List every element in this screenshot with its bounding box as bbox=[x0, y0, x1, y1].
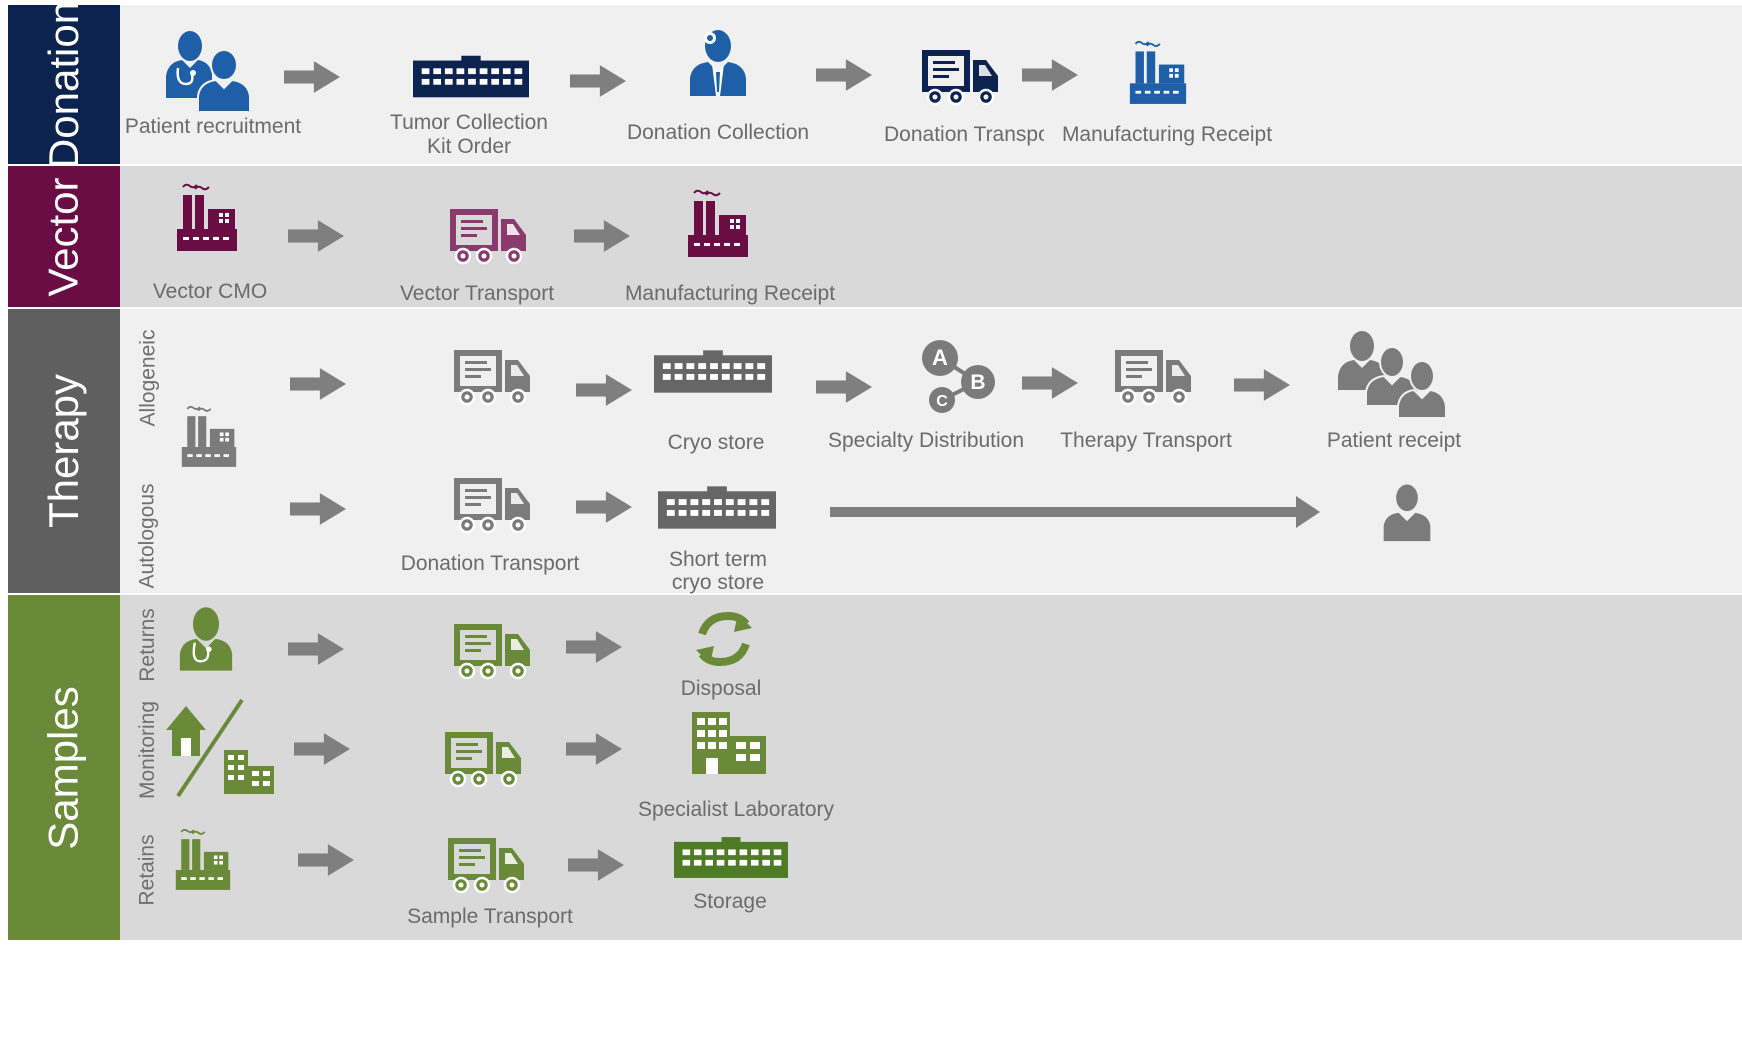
tumor-kit-label-line2: Kit Order bbox=[426, 135, 512, 158]
samples-lane-tab: Samples bbox=[8, 595, 120, 940]
house-office-icon bbox=[164, 696, 276, 798]
donation-arrow-4 bbox=[1022, 59, 1078, 91]
manufacturing-factory-icon bbox=[1128, 40, 1188, 106]
allogeneic-sublane-label: Allogeneic bbox=[136, 329, 159, 426]
storage-label: Storage bbox=[693, 890, 767, 913]
vector-manufacturing-receipt-label: Manufacturing Receipt bbox=[624, 282, 836, 305]
people-group-icon bbox=[1336, 330, 1448, 419]
vector-manufacturing-factory-icon bbox=[686, 188, 750, 260]
vector-cmo-label: Vector CMO bbox=[152, 280, 268, 303]
vector-arrow-1 bbox=[288, 220, 344, 252]
donation-lane-band bbox=[120, 5, 1742, 164]
cryo-store-building-icon bbox=[654, 350, 772, 394]
retains-arrow-1 bbox=[298, 844, 354, 876]
abc-letter-c: C bbox=[936, 393, 948, 410]
allogeneic-truck-icon bbox=[452, 346, 532, 406]
vector-lane-tab: Vector bbox=[8, 166, 120, 307]
sample-transport-label: Sample Transport bbox=[407, 905, 573, 928]
vector-cmo-factory-icon bbox=[175, 183, 239, 253]
therapy-truck-icon bbox=[1113, 346, 1193, 406]
vector-transport-label: Vector Transport bbox=[399, 282, 555, 305]
therapy-factory-icon bbox=[180, 405, 238, 469]
patient-person-icon bbox=[1382, 482, 1432, 542]
samples-lane-band bbox=[120, 595, 1742, 940]
returns-truck-icon bbox=[452, 620, 532, 680]
monitoring-arrow-2 bbox=[566, 733, 622, 765]
samples-lane-title: Samples bbox=[40, 685, 87, 850]
allogeneic-arrow-3 bbox=[816, 371, 872, 403]
monitoring-sublane-label: Monitoring bbox=[136, 700, 159, 800]
nurse-icon bbox=[178, 604, 234, 672]
vector-lane-band bbox=[120, 166, 1742, 307]
donation-arrow-2 bbox=[570, 65, 626, 97]
vector-lane-title: Vector bbox=[40, 176, 88, 297]
short-term-cryo-label-line2: cryo store bbox=[671, 571, 765, 594]
retains-factory-icon bbox=[174, 828, 232, 892]
autologous-long-arrow bbox=[830, 496, 1320, 528]
short-term-cryo-building-icon bbox=[658, 486, 776, 530]
therapy-lane-title: Therapy bbox=[40, 373, 88, 529]
allogeneic-arrow-1 bbox=[290, 368, 346, 400]
specialty-distribution-label: Specialty Distribution bbox=[827, 429, 1025, 452]
autologous-truck-icon bbox=[452, 474, 532, 534]
cryo-store-label: Cryo store bbox=[667, 431, 765, 454]
retains-sublane-label: Retains bbox=[136, 834, 160, 906]
vector-arrow-2 bbox=[574, 220, 630, 252]
doctor-patient-icon bbox=[164, 28, 254, 113]
short-term-cryo-label-line1: Short term bbox=[668, 548, 768, 571]
monitoring-truck-icon bbox=[443, 728, 523, 788]
returns-arrow-1 bbox=[288, 633, 344, 665]
office-buildings-icon bbox=[692, 712, 766, 774]
patient-receipt-label: Patient receipt bbox=[1326, 429, 1462, 452]
donation-truck-icon bbox=[920, 46, 1000, 106]
donation-transport-label: Donation Transport bbox=[884, 123, 1044, 146]
abc-letter-a: A bbox=[932, 345, 948, 370]
storage-building-icon bbox=[674, 836, 788, 880]
donation-arrow-1 bbox=[284, 61, 340, 93]
doctor-icon bbox=[688, 28, 748, 96]
recycle-icon bbox=[694, 610, 754, 668]
donation-lane-title: Donation bbox=[40, 0, 87, 169]
patient-recruitment-label: Patient recruitment bbox=[124, 115, 302, 138]
therapy-transport-label: Therapy Transport bbox=[1060, 429, 1232, 452]
monitoring-arrow-1 bbox=[294, 733, 350, 765]
autologous-arrow-2 bbox=[576, 491, 632, 523]
abc-letter-b: B bbox=[970, 371, 985, 394]
kit-building-icon bbox=[413, 55, 529, 99]
returns-arrow-2 bbox=[566, 631, 622, 663]
returns-sublane-label: Returns bbox=[136, 608, 159, 682]
donation-lane-tab: Donation bbox=[8, 0, 120, 169]
donation-arrow-3 bbox=[816, 59, 872, 91]
autologous-arrow-1 bbox=[290, 493, 346, 525]
disposal-label: Disposal bbox=[680, 677, 762, 700]
retains-arrow-2 bbox=[568, 849, 624, 881]
autologous-sublane-label: Autologous bbox=[136, 482, 159, 589]
abc-network-icon: A B C bbox=[920, 338, 998, 414]
allogeneic-arrow-2 bbox=[576, 374, 632, 406]
specialist-laboratory-label: Specialist Laboratory bbox=[637, 798, 835, 821]
sample-truck-icon bbox=[446, 834, 526, 894]
donation-collection-label: Donation Collection bbox=[626, 121, 810, 144]
allogeneic-arrow-4 bbox=[1022, 367, 1078, 399]
autologous-donation-transport-label: Donation Transport bbox=[400, 552, 580, 575]
allogeneic-arrow-5 bbox=[1234, 369, 1290, 401]
therapy-lane-tab: Therapy bbox=[8, 309, 120, 593]
donation-manufacturing-receipt-label: Manufacturing Receipt bbox=[1061, 123, 1273, 146]
tumor-kit-label-line1: Tumor Collection bbox=[390, 111, 548, 134]
vector-truck-icon bbox=[448, 205, 528, 265]
